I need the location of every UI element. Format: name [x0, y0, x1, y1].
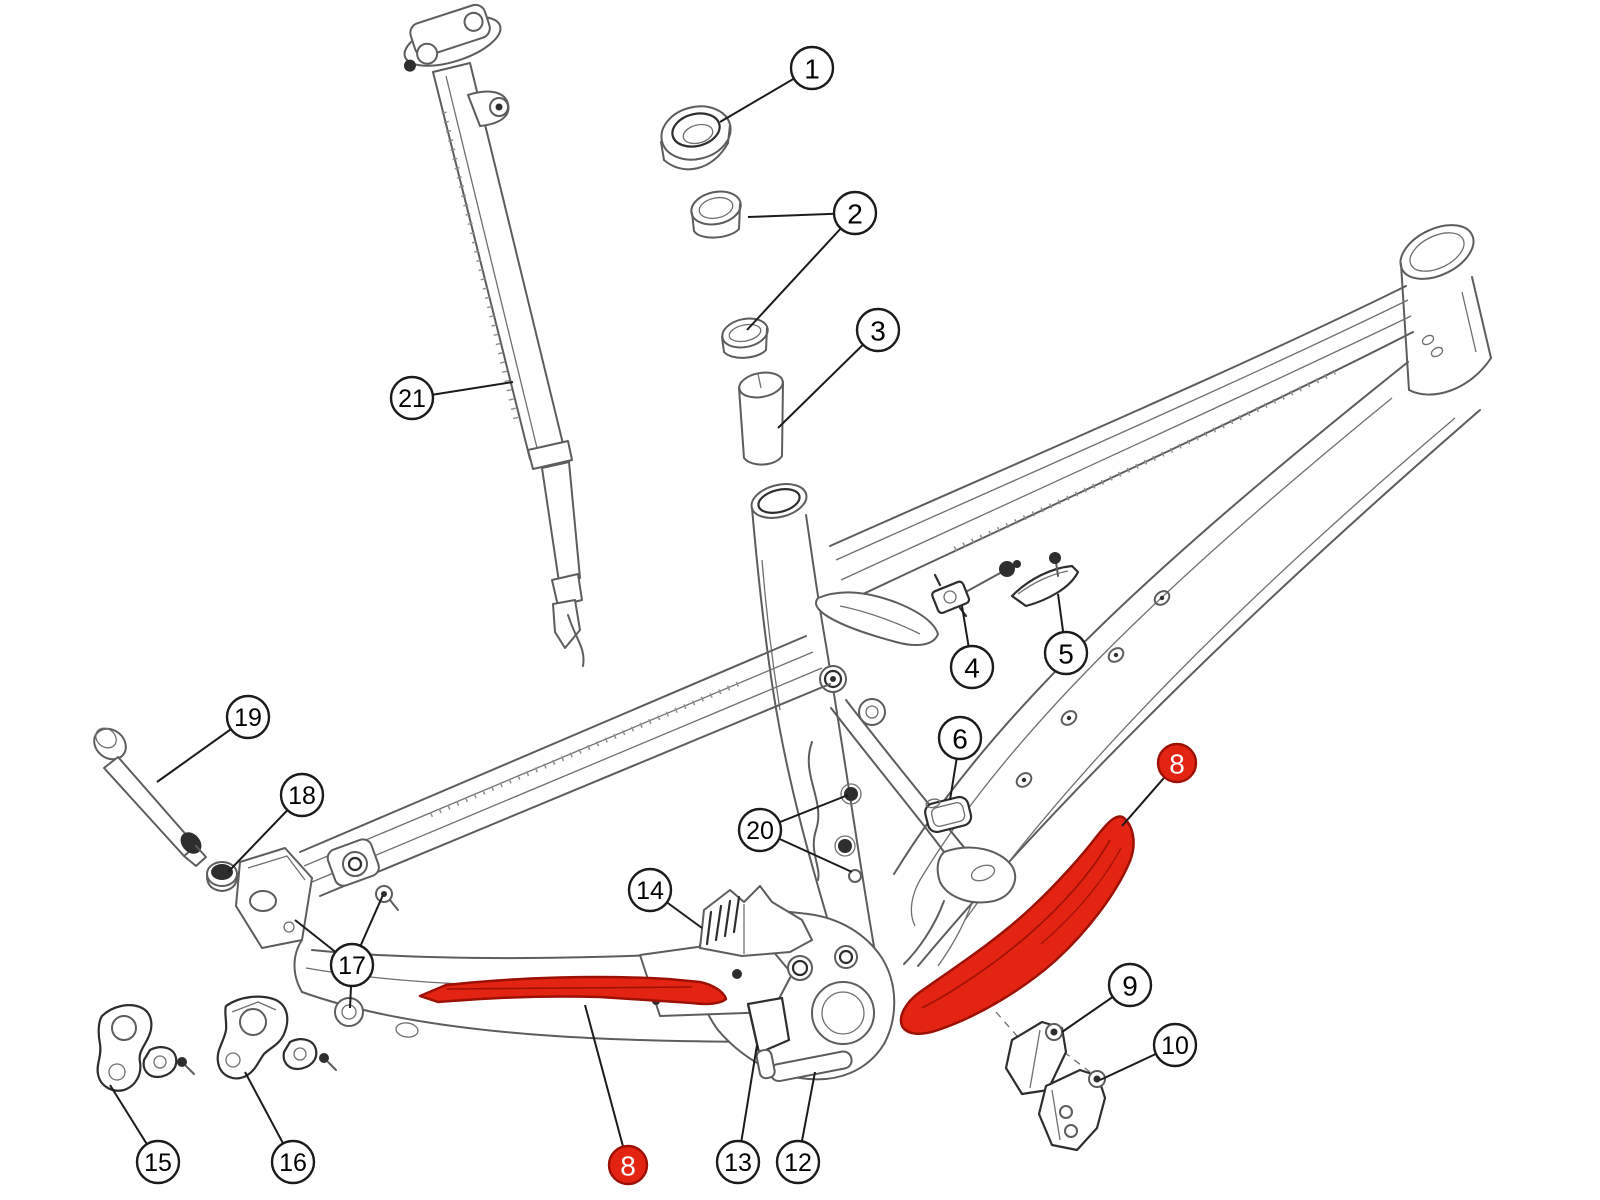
- callout-8-right: 8: [1121, 742, 1198, 827]
- motor-area: [639, 885, 896, 1083]
- part-9-guard: [995, 1011, 1091, 1096]
- callout-label-9: 9: [1122, 971, 1138, 1002]
- callout-circle-18: [279, 772, 325, 818]
- callout-8-left: 8: [584, 1004, 649, 1186]
- callout-19: 19: [156, 694, 271, 783]
- callout-circle-1: [789, 45, 835, 91]
- callout-9: 9: [1061, 962, 1153, 1033]
- downtube-rivets: [1015, 334, 1444, 788]
- callout-16: 16: [244, 1071, 316, 1185]
- callout-13: 13: [715, 1044, 761, 1185]
- callout-label-19: 19: [234, 704, 262, 732]
- callout-1: 1: [719, 45, 835, 123]
- callout-label-4: 4: [964, 653, 980, 684]
- callout-21: 21: [389, 375, 514, 421]
- part-16-hanger-plate: [216, 995, 337, 1080]
- part-1-bearing-cover: [660, 105, 732, 171]
- callout-circle-10: [1152, 1022, 1198, 1068]
- part-15-derailleur-hanger: [96, 1004, 195, 1092]
- callout-label-2: 2: [847, 199, 863, 230]
- part-14-motor-guard: [699, 885, 813, 957]
- callout-circle-19: [225, 694, 271, 740]
- callout-label-3: 3: [870, 316, 886, 347]
- callout-circle-14: [627, 867, 673, 913]
- part-6-charge-port-cap: [924, 795, 973, 834]
- callout-circle-16: [270, 1139, 316, 1185]
- callout-circle-9: [1107, 962, 1153, 1008]
- callout-4: 4: [949, 605, 995, 690]
- part-12-bash-bar: [755, 1048, 853, 1083]
- callout-circle-6: [937, 715, 983, 761]
- part-2-spacers: [690, 190, 769, 359]
- callout-20: 20: [737, 794, 853, 873]
- callout-10: 10: [1099, 1022, 1198, 1081]
- callout-12: 12: [775, 1071, 821, 1185]
- rocker-link: [807, 591, 1017, 967]
- part-21-dropper-seatpost: [403, 3, 585, 667]
- callout-circle-21: [389, 375, 435, 421]
- part-18-axle-nut: [206, 861, 238, 892]
- callout-15: 15: [109, 1084, 181, 1185]
- callout-label-20: 20: [746, 817, 774, 845]
- callout-circle-15: [135, 1139, 181, 1185]
- callout-circle-2: [832, 190, 878, 236]
- callout-label-13: 13: [724, 1149, 752, 1177]
- part-8-chainstay-protector-right: [899, 815, 1135, 1035]
- callout-circle-13: [715, 1139, 761, 1185]
- callout-18: 18: [227, 772, 325, 873]
- callout-label-1: 1: [804, 54, 820, 85]
- callout-label-15: 15: [144, 1149, 172, 1177]
- callout-label-8-left: 8: [620, 1151, 636, 1182]
- callout-14: 14: [627, 867, 703, 929]
- part-19-thru-axle: [93, 727, 207, 867]
- part-10-bracket: [1037, 1068, 1107, 1152]
- part-8-chainstay-protector-left: [418, 975, 728, 1006]
- callout-circle-12: [775, 1139, 821, 1185]
- callout-6: 6: [937, 715, 983, 801]
- callout-circle-8-right: [1156, 742, 1198, 784]
- callout-2: 2: [746, 190, 878, 331]
- callout-circle-4: [949, 644, 995, 690]
- part-20-pivot-hardware: [834, 783, 862, 883]
- callout-17: 17: [294, 894, 384, 1009]
- callout-circle-8-left: [607, 1144, 649, 1186]
- callout-label-8-right: 8: [1169, 749, 1185, 780]
- part-4-cable-guide: [931, 560, 1021, 618]
- callout-label-10: 10: [1161, 1032, 1189, 1060]
- part-3-seat-tube-sleeve: [738, 371, 784, 466]
- callout-label-6: 6: [952, 724, 968, 755]
- callout-3: 3: [777, 307, 901, 429]
- part-13-mud-flap: [746, 996, 791, 1055]
- callout-circle-5: [1043, 630, 1089, 676]
- callout-label-18: 18: [288, 782, 316, 810]
- callout-label-14: 14: [636, 877, 664, 905]
- callout-label-17: 17: [338, 952, 366, 980]
- callout-label-21: 21: [398, 385, 426, 413]
- callout-label-12: 12: [784, 1149, 812, 1177]
- callout-label-16: 16: [279, 1149, 307, 1177]
- callout-5: 5: [1043, 593, 1089, 676]
- callout-circle-20: [737, 807, 783, 853]
- callout-label-5: 5: [1058, 639, 1074, 670]
- callout-circle-17: [329, 942, 375, 988]
- callout-circle-3: [855, 307, 901, 353]
- part-5-port-cover: [1010, 552, 1080, 608]
